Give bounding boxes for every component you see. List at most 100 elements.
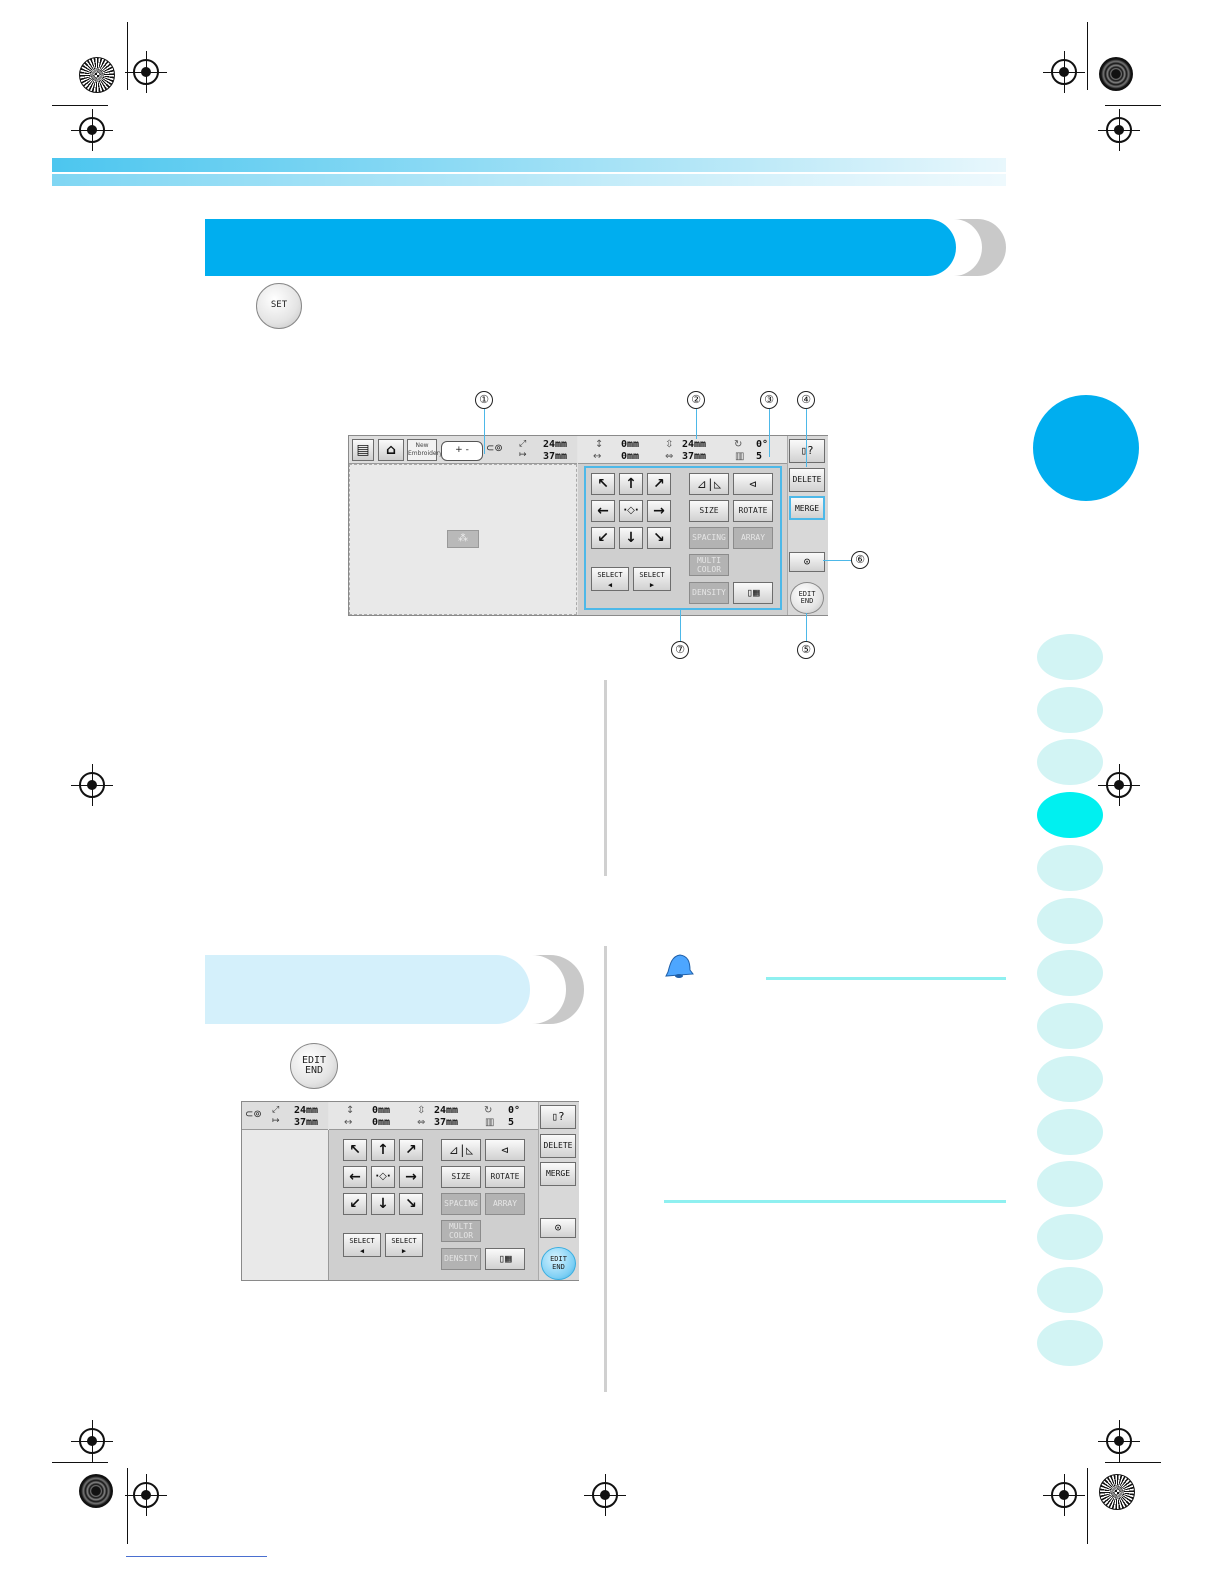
move-left-key[interactable]: ← xyxy=(343,1166,367,1188)
edit-end-step-button[interactable]: EDIT END xyxy=(290,1043,338,1089)
pattern-display-area xyxy=(349,464,577,615)
delete-button[interactable]: DELETE xyxy=(540,1134,576,1158)
merge-button[interactable]: MERGE xyxy=(789,496,825,520)
layout-icon[interactable]: ▯▦ xyxy=(733,582,773,604)
rotate-button[interactable]: ROTATE xyxy=(733,500,773,522)
edit-end-button[interactable]: EDIT END xyxy=(541,1247,576,1280)
move-up-key[interactable]: ↑ xyxy=(371,1139,395,1161)
help-icon[interactable]: ▯? xyxy=(789,439,825,463)
pattern-height: 24mm xyxy=(682,439,707,450)
callout-line xyxy=(823,560,851,561)
sewing-machine-icon[interactable]: ⌂ xyxy=(378,439,404,461)
hoop-icon: ⊂⊚ xyxy=(245,1109,262,1120)
chapter-tab[interactable] xyxy=(1037,1161,1103,1207)
registration-mark-icon xyxy=(584,1474,626,1516)
chapter-tab[interactable] xyxy=(1037,898,1103,944)
chapter-tab[interactable] xyxy=(1037,1056,1103,1102)
chapter-tab[interactable] xyxy=(1037,1320,1103,1366)
move-down-right-key[interactable]: ↘ xyxy=(399,1193,423,1215)
chapter-tab[interactable] xyxy=(1037,1214,1103,1260)
color-count: 5 xyxy=(508,1117,515,1128)
move-left-key[interactable]: ← xyxy=(591,500,615,522)
spacing-button[interactable]: SPACING xyxy=(441,1193,481,1215)
move-down-key[interactable]: ↓ xyxy=(371,1193,395,1215)
move-right-key[interactable]: → xyxy=(647,500,671,522)
rotation-angle: 0° xyxy=(508,1105,521,1116)
registration-mark-icon xyxy=(1098,109,1140,151)
crop-line xyxy=(127,1468,128,1544)
multi-color-button[interactable]: MULTI COLOR xyxy=(441,1220,481,1242)
mirror-icon[interactable]: ⊿|◺ xyxy=(689,473,729,495)
move-down-left-key[interactable]: ↙ xyxy=(591,527,615,549)
chapter-tab[interactable] xyxy=(1037,687,1103,733)
width-icon: ⇔ xyxy=(665,451,674,462)
chapter-tab[interactable] xyxy=(1037,739,1103,785)
chapter-tab-active[interactable] xyxy=(1037,792,1103,838)
horiz-offset: 0mm xyxy=(372,1117,391,1128)
select-prev-button[interactable]: SELECT ◀ xyxy=(343,1233,381,1257)
preview-icon[interactable]: ⊙ xyxy=(540,1218,576,1238)
spacing-button[interactable]: SPACING xyxy=(689,527,729,549)
size-button[interactable]: SIZE xyxy=(441,1166,481,1188)
text-arrangement-icon[interactable]: ⊲ xyxy=(485,1139,525,1161)
chapter-tab[interactable] xyxy=(1037,1003,1103,1049)
move-down-left-key[interactable]: ↙ xyxy=(343,1193,367,1215)
chapter-tab[interactable] xyxy=(1037,1109,1103,1155)
edit-keys-highlight xyxy=(584,466,782,610)
set-button[interactable]: SET xyxy=(256,283,302,329)
registration-mark-icon xyxy=(125,1474,167,1516)
chapter-tab[interactable] xyxy=(1037,1267,1103,1313)
move-up-right-key[interactable]: ↗ xyxy=(399,1139,423,1161)
column-divider xyxy=(604,946,607,1392)
text-arrangement-icon[interactable]: ⊲ xyxy=(733,473,773,495)
edit-end-button[interactable]: EDIT END xyxy=(790,582,824,614)
merge-button[interactable]: MERGE xyxy=(540,1162,576,1186)
select-next-button[interactable]: SELECT ▶ xyxy=(385,1233,423,1257)
density-button[interactable]: DENSITY xyxy=(441,1248,481,1270)
help-icon[interactable]: ▯? xyxy=(540,1105,576,1129)
size-button[interactable]: SIZE xyxy=(689,500,729,522)
select-prev-button[interactable]: SELECT ◀ xyxy=(591,567,629,591)
move-right-key[interactable]: → xyxy=(399,1166,423,1188)
move-down-right-key[interactable]: ↘ xyxy=(647,527,671,549)
hoop-selector-icon[interactable]: + - xyxy=(441,441,483,461)
callout-line xyxy=(769,409,770,457)
array-button[interactable]: ARRAY xyxy=(485,1193,525,1215)
density-button[interactable]: DENSITY xyxy=(689,582,729,604)
multi-color-button[interactable]: MULTI COLOR xyxy=(689,554,729,576)
rotation-angle: 0° xyxy=(756,439,769,450)
chapter-tab[interactable] xyxy=(1037,634,1103,680)
callout-line xyxy=(806,613,807,641)
move-up-left-key[interactable]: ↖ xyxy=(343,1139,367,1161)
mirror-icon[interactable]: ⊿|◺ xyxy=(441,1139,481,1161)
select-next-button[interactable]: SELECT ▶ xyxy=(633,567,671,591)
new-embroidery-button[interactable]: New Embroidery xyxy=(407,439,443,461)
section-heading-bar xyxy=(205,219,956,276)
memo-icon[interactable]: ▤ xyxy=(352,439,374,461)
rotation-icon: ↻ xyxy=(734,439,743,450)
callout-7: ⑦ xyxy=(671,641,689,659)
layout-icon[interactable]: ▯▦ xyxy=(485,1248,525,1270)
move-down-key[interactable]: ↓ xyxy=(619,527,643,549)
chapter-tab[interactable] xyxy=(1037,950,1103,996)
toolbar-height: 24mm xyxy=(294,1105,319,1116)
pattern-width: 37mm xyxy=(682,451,707,462)
rotate-button[interactable]: ROTATE xyxy=(485,1166,525,1188)
horizontal-move-icon: ↔ xyxy=(344,1117,353,1128)
callout-2: ② xyxy=(687,391,705,409)
center-key[interactable]: ·◇· xyxy=(619,500,643,522)
move-up-left-key[interactable]: ↖ xyxy=(591,473,615,495)
registration-star-icon xyxy=(1099,1474,1135,1510)
delete-button[interactable]: DELETE xyxy=(789,468,825,492)
move-up-right-key[interactable]: ↗ xyxy=(647,473,671,495)
registration-mark-icon xyxy=(1098,764,1140,806)
chapter-tab[interactable] xyxy=(1037,845,1103,891)
header-band-lower xyxy=(52,174,1006,186)
move-up-key[interactable]: ↑ xyxy=(619,473,643,495)
thread-spool-icon: ▥ xyxy=(485,1117,495,1128)
height-icon: ⇳ xyxy=(417,1105,426,1116)
preview-icon[interactable]: ⊙ xyxy=(789,552,825,572)
array-button[interactable]: ARRAY xyxy=(733,527,773,549)
crop-line xyxy=(1105,1462,1161,1463)
center-key[interactable]: ·◇· xyxy=(371,1166,395,1188)
